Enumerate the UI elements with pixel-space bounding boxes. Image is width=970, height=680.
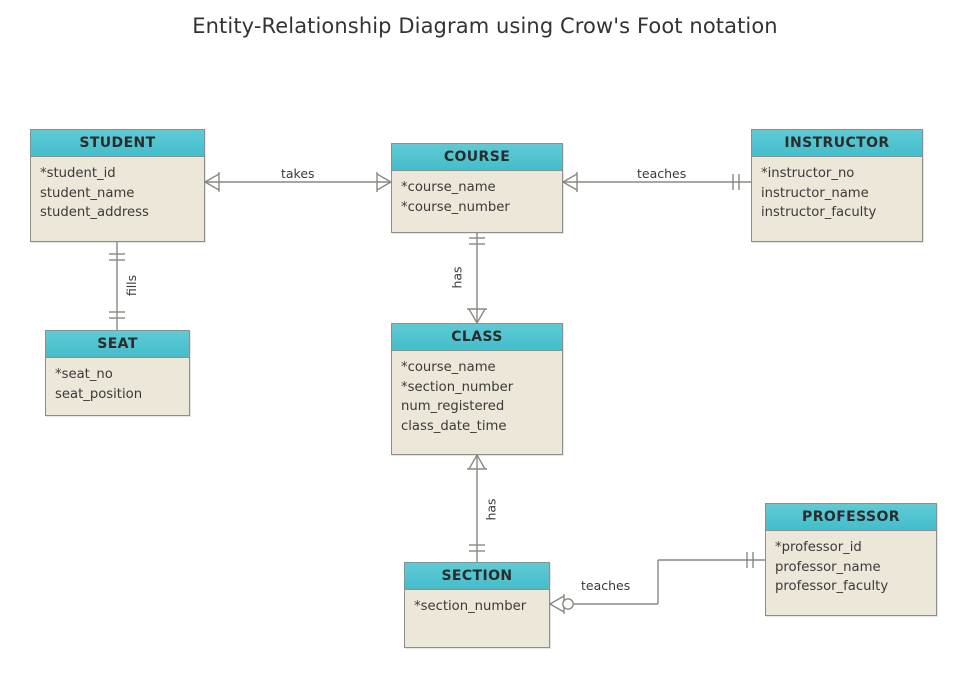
entity-class[interactable]: CLASS *course_name *section_number num_r… xyxy=(391,323,563,455)
relationship-label-has-class: has xyxy=(449,264,465,291)
entity-instructor[interactable]: INSTRUCTOR *instructor_no instructor_nam… xyxy=(751,129,923,242)
entity-seat-attributes: *seat_no seat_position xyxy=(46,358,189,410)
attribute-row: professor_name xyxy=(775,559,881,575)
entity-student-title: STUDENT xyxy=(31,130,204,157)
attribute-row: instructor_faculty xyxy=(761,205,877,220)
entity-class-attributes: *course_name *section_number num_registe… xyxy=(392,351,562,442)
entity-section[interactable]: SECTION *section_number xyxy=(404,562,550,648)
attribute-row: instructor_name xyxy=(761,185,869,201)
attribute-row: *section_number xyxy=(414,599,527,614)
entity-instructor-attributes: *instructor_no instructor_name instructo… xyxy=(752,157,922,229)
attribute-row: num_registered xyxy=(401,399,505,414)
entity-class-title: CLASS xyxy=(392,324,562,351)
entity-section-title: SECTION xyxy=(405,563,549,590)
entity-seat-title: SEAT xyxy=(46,331,189,358)
entity-student[interactable]: STUDENT *student_id student_name student… xyxy=(30,129,205,242)
relationship-label-has-section: has xyxy=(483,496,499,523)
connector-course-class xyxy=(467,233,487,324)
entity-section-attributes: *section_number xyxy=(405,590,549,623)
entity-course[interactable]: COURSE *course_name *course_number xyxy=(391,143,563,233)
attribute-row: *course_name xyxy=(401,180,496,195)
entity-professor[interactable]: PROFESSOR *professor_id professor_name p… xyxy=(765,503,937,616)
attribute-row: class_date_time xyxy=(401,418,507,434)
entity-professor-attributes: *professor_id professor_name professor_f… xyxy=(766,531,936,603)
connector-student-seat xyxy=(109,242,125,330)
attribute-row: *seat_no xyxy=(55,367,113,382)
relationship-label-teaches-instructor: teaches xyxy=(634,166,690,181)
relationship-label-fills: fills xyxy=(124,272,140,299)
attribute-row: *student_id xyxy=(40,166,116,181)
entity-seat[interactable]: SEAT *seat_no seat_position xyxy=(45,330,190,416)
relationship-label-teaches-professor: teaches xyxy=(578,578,634,593)
entity-course-attributes: *course_name *course_number xyxy=(392,171,562,223)
relationship-label-takes: takes xyxy=(278,166,318,181)
page-title: Entity-Relationship Diagram using Crow's… xyxy=(192,14,778,38)
attribute-row: student_address xyxy=(40,205,149,220)
attribute-row: *section_number xyxy=(401,379,514,395)
attribute-row: *professor_id xyxy=(775,540,862,555)
attribute-row: *course_number xyxy=(401,199,510,215)
entity-course-title: COURSE xyxy=(392,144,562,171)
attribute-row: seat_position xyxy=(55,386,143,402)
attribute-row: professor_faculty xyxy=(775,579,889,594)
entity-professor-title: PROFESSOR xyxy=(766,504,936,531)
entity-instructor-title: INSTRUCTOR xyxy=(752,130,922,157)
attribute-row: *instructor_no xyxy=(761,166,855,181)
attribute-row: student_name xyxy=(40,185,135,201)
entity-student-attributes: *student_id student_name student_address xyxy=(31,157,204,229)
attribute-row: *course_name xyxy=(401,360,496,375)
